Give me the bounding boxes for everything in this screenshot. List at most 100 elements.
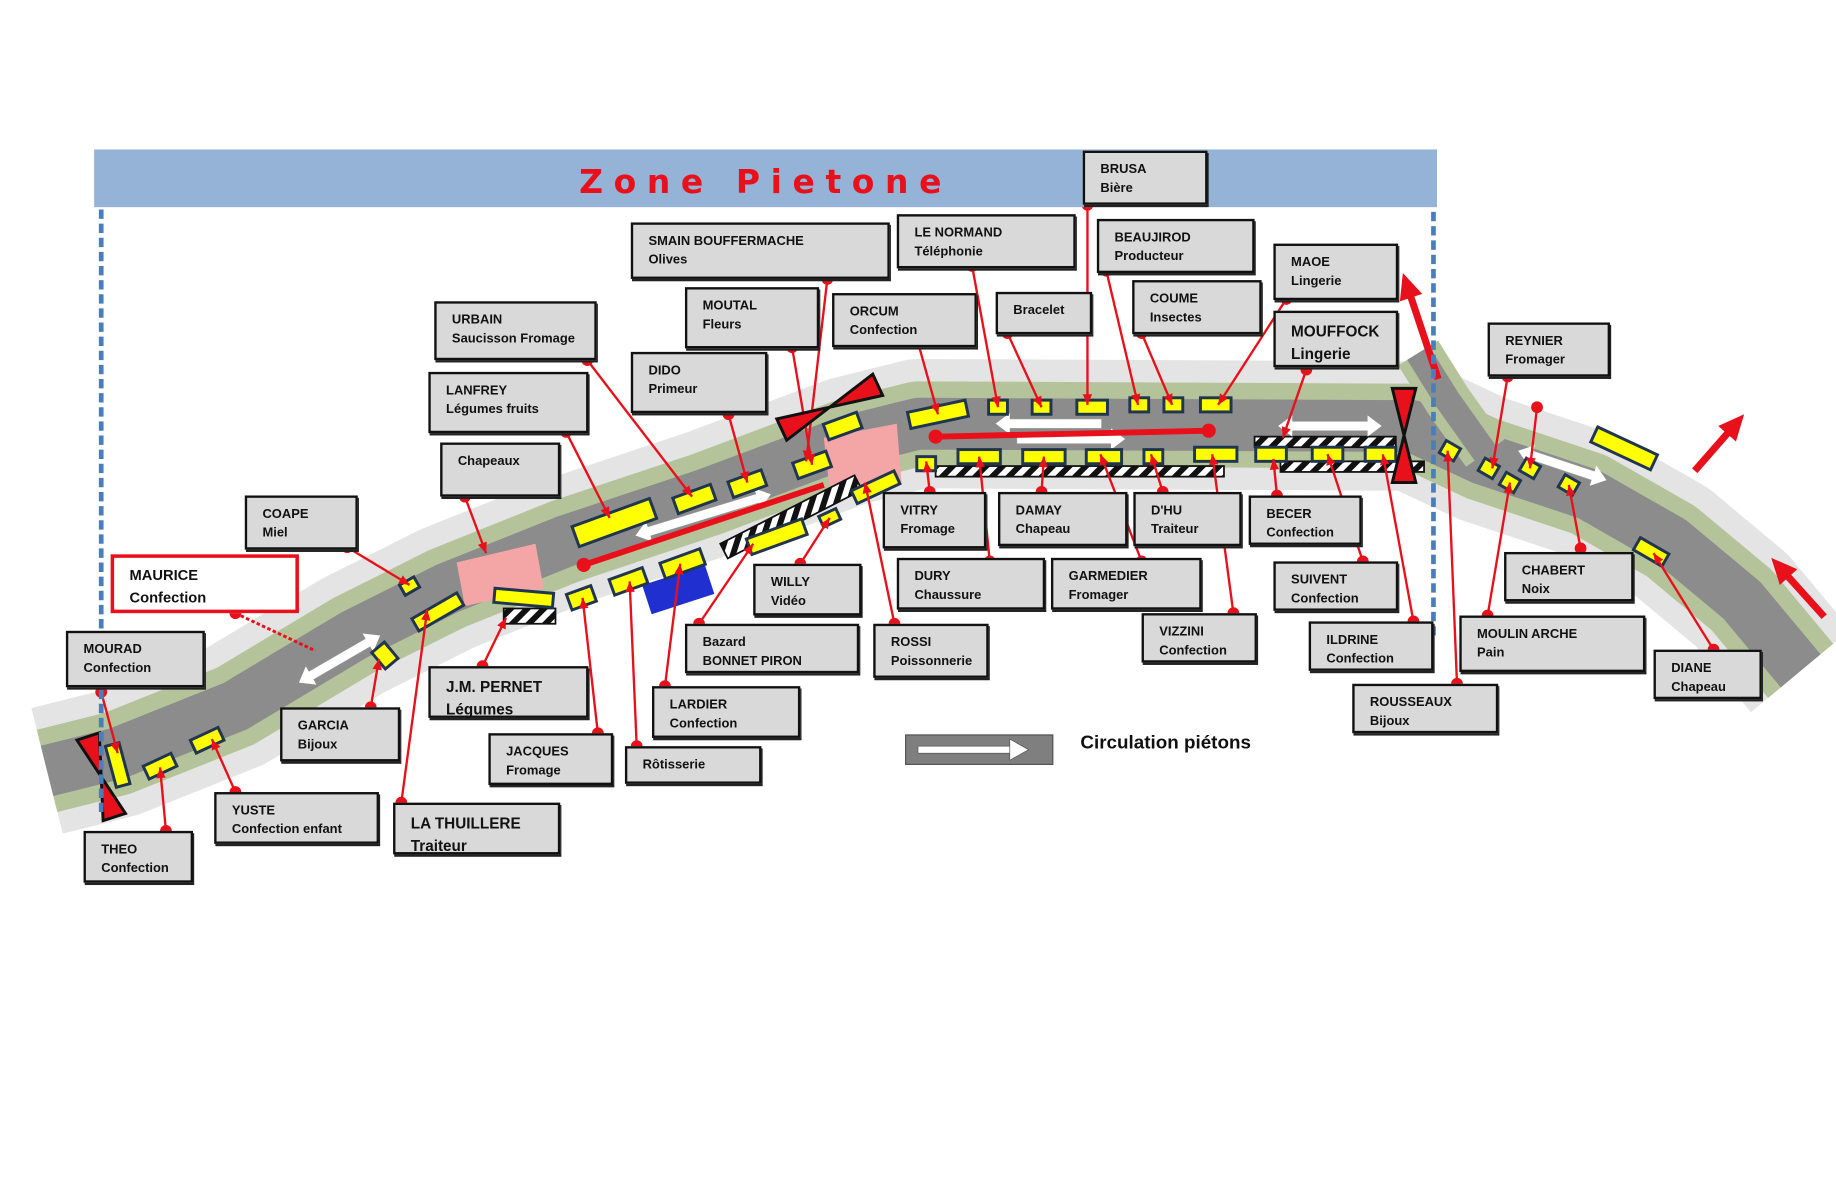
maurice-dotted-leader [234, 611, 317, 653]
hatched-barrier [934, 465, 1225, 478]
leader-arrowhead [421, 609, 431, 621]
market-stall [1254, 445, 1288, 463]
vendor-product: Producteur [1114, 249, 1184, 264]
vendor-name: ILDRINE [1326, 633, 1379, 648]
market-stall [1363, 445, 1398, 463]
vendor-product: Légumes fruits [446, 402, 539, 417]
vendor-name: D'HU [1151, 503, 1183, 518]
leader-arrowhead [1149, 454, 1159, 466]
leader-arrowhead [600, 506, 610, 518]
leader-arrowhead [1099, 454, 1109, 466]
road-closure-icon [774, 371, 885, 443]
vendor-label-ildrine: ILDRINE Confection [1308, 621, 1434, 671]
vendor-name: DIDO [648, 363, 681, 378]
zone-boundary-right [1431, 211, 1436, 636]
vendor-product: Olives [648, 253, 688, 268]
leader-arrowhead [497, 617, 507, 630]
leader-arrowhead [1526, 457, 1536, 469]
leader-arrowhead [625, 581, 635, 593]
leader-arrowhead [1566, 484, 1576, 497]
leader-line [698, 543, 755, 625]
arrow-head [1589, 465, 1607, 486]
vendor-name: ORCUM [849, 304, 899, 319]
vendor-product: Confection [1159, 643, 1227, 658]
arrow-shaft [1007, 418, 1102, 429]
red-divider [582, 482, 825, 568]
red-dot [1201, 423, 1216, 438]
vendor-label-r-tisserie: Rôtisserie [624, 746, 762, 784]
leader-dot [1574, 542, 1587, 555]
leader-line [1006, 332, 1043, 408]
red-dot [576, 557, 591, 572]
leader-arrowhead [1503, 482, 1513, 494]
market-stall [1075, 398, 1109, 416]
pedestrian-zone-banner: Zone Pietone [94, 149, 1437, 208]
vendor-product: Saucisson Fromage [451, 331, 575, 347]
vendor-product: Confection enfant [231, 822, 342, 837]
vendor-product: Bijoux [297, 737, 338, 753]
market-stall [657, 546, 708, 581]
market-stall [821, 410, 864, 442]
vendor-name: WILLY [770, 575, 810, 590]
exit-arrow-icon [1692, 414, 1745, 474]
vendor-product: Fromage [900, 522, 956, 537]
vendor-product: Insectes [1149, 310, 1202, 325]
leader-arrowhead [156, 767, 166, 779]
red-dot [928, 429, 943, 444]
vendor-name: Bazard [702, 635, 746, 650]
vendor-product: Confection [83, 661, 152, 676]
vendor-name: VIZZINI [1159, 624, 1204, 640]
vendor-name: DURY [914, 569, 951, 584]
zone-boundary-left [98, 209, 104, 813]
road-closure-icon [1390, 386, 1418, 485]
leader-arrowhead [1032, 395, 1042, 408]
leader-arrowhead [739, 471, 750, 483]
leader-line [628, 581, 638, 747]
leader-arrowhead [991, 395, 1001, 408]
leader-line [663, 563, 682, 687]
vendor-name: COUME [1149, 291, 1199, 306]
pedestrian-arrow-icon [635, 488, 771, 542]
vendor-name: Bracelet [1013, 303, 1065, 318]
market-stall [670, 482, 718, 516]
leader-arrowhead [1653, 553, 1664, 565]
leader-arrowhead [579, 597, 589, 609]
exit-arrow-icon [1771, 557, 1827, 620]
market-stall [1198, 396, 1233, 414]
arrow-head [362, 633, 381, 652]
leader-line [158, 767, 168, 831]
hatched-barrier [1279, 460, 1425, 473]
vendor-product: Chapeau [1671, 680, 1726, 695]
market-stall [570, 496, 659, 549]
vendor-name: THEO [101, 842, 138, 857]
leader-arrowhead [922, 461, 933, 473]
vendor-product: Confection [669, 716, 738, 731]
vendor-name: Chapeaux [457, 454, 520, 469]
vendor-name: J.M. PERNET [446, 677, 543, 696]
vendor-product: Pain [1477, 646, 1505, 661]
vendor-product: Noix [1521, 582, 1550, 597]
vendor-product: Chaussure [914, 588, 982, 603]
leader-line [1105, 270, 1140, 406]
leader-arrowhead [1281, 426, 1291, 438]
white-arrow-icon [917, 738, 1030, 761]
blue-zone [642, 564, 715, 615]
arrow-head [1367, 415, 1382, 437]
vendor-product: Confection [1326, 652, 1394, 667]
vendor-product: Traiteur [410, 836, 467, 855]
pedestrian-arrow-icon [298, 633, 381, 685]
vendor-product: Fleurs [702, 317, 742, 332]
leader-line [400, 609, 429, 803]
vendor-name: ROSSI [890, 635, 932, 650]
